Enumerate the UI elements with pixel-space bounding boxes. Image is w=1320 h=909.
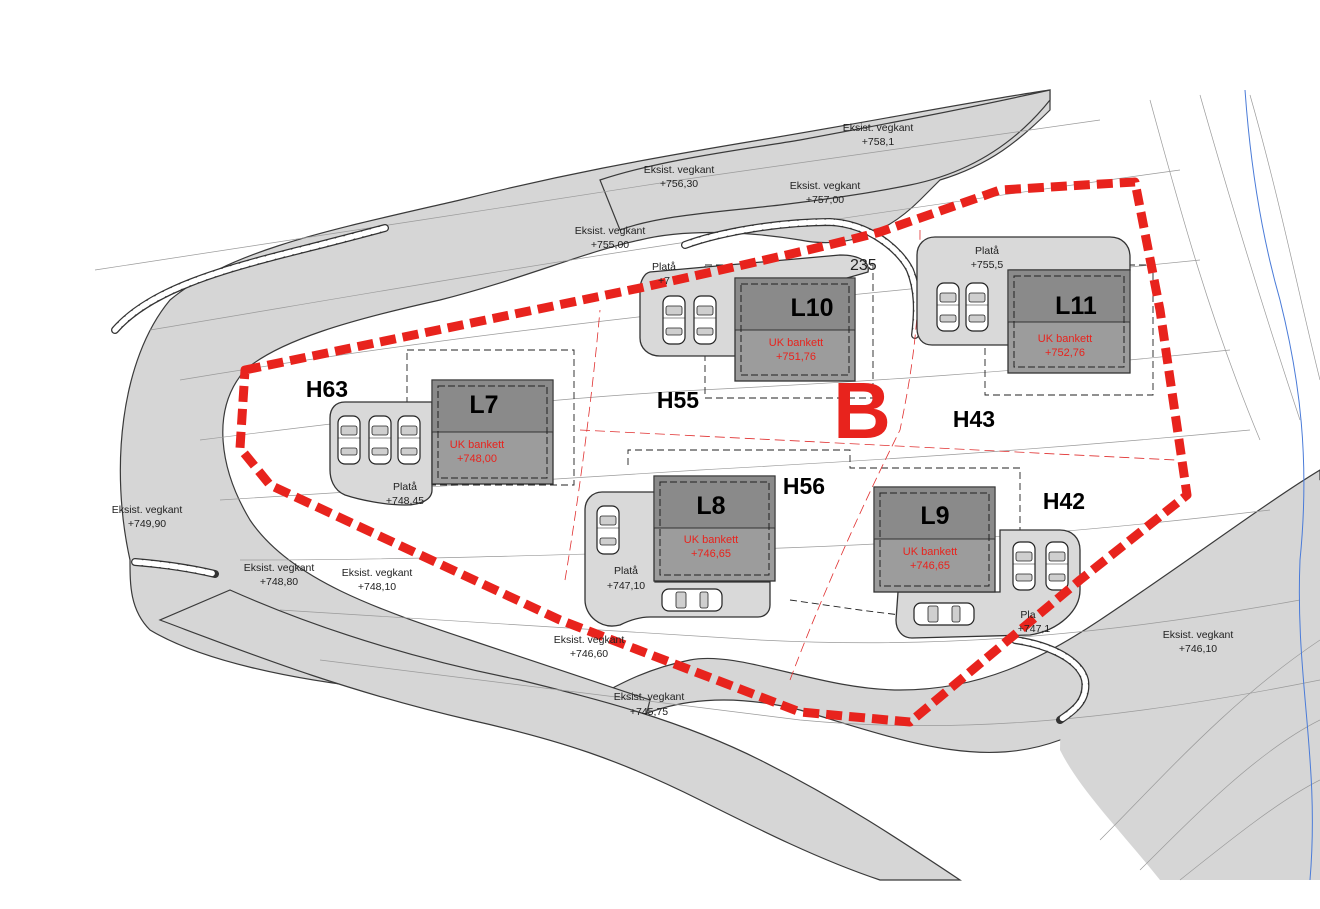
- stone-walls: [111, 217, 1090, 724]
- svg-text:+746,10: +746,10: [1179, 643, 1217, 655]
- svg-text:Eksist. vegkant: Eksist. vegkant: [843, 122, 914, 134]
- east-slope: [1060, 480, 1320, 880]
- svg-text:Eksist. vegkant: Eksist. vegkant: [644, 164, 715, 176]
- area-boundary: [235, 177, 1192, 727]
- svg-text:+746,60: +746,60: [570, 648, 608, 660]
- building-level-label: UK bankett: [1038, 333, 1092, 345]
- building-level-value: +752,76: [1045, 347, 1085, 359]
- area-label: B: [833, 366, 891, 455]
- building-l7: L7 UK bankett +748,00: [431, 379, 554, 485]
- building-level-value: +748,00: [457, 453, 497, 465]
- svg-text:+748,80: +748,80: [260, 576, 298, 588]
- building-level-value: +746,65: [910, 560, 950, 572]
- svg-text:Eksist. vegkant: Eksist. vegkant: [575, 225, 646, 237]
- svg-text:Eksist. vegkant: Eksist. vegkant: [342, 567, 413, 579]
- plot-label: H56: [783, 473, 825, 499]
- building-level-value: +746,65: [691, 548, 731, 560]
- svg-text:Platå: Platå: [614, 565, 638, 577]
- svg-text:+758,1: +758,1: [862, 136, 895, 148]
- svg-text:Eksist. vegkant: Eksist. vegkant: [790, 180, 861, 192]
- building-id: L7: [469, 391, 498, 419]
- svg-text:Eksist. vegkant: Eksist. vegkant: [1163, 629, 1234, 641]
- plateau-l8: [584, 491, 771, 627]
- plot-label: H55: [657, 387, 699, 413]
- building-id: L11: [1055, 292, 1097, 320]
- svg-text:+745,75: +745,75: [630, 706, 668, 718]
- plot-label: H42: [1043, 488, 1085, 514]
- svg-text:Platå: Platå: [975, 245, 999, 257]
- stream-line: [1244, 89, 1313, 881]
- building-l10: L10 UK bankett +751,76: [734, 277, 856, 382]
- svg-text:+756,30: +756,30: [660, 178, 698, 190]
- building-l8: L8 UK bankett +746,65: [653, 475, 776, 582]
- svg-text:Platå: Platå: [393, 481, 417, 493]
- road-level-labels: Eksist. vegkant +758,1 Eksist. vegkant +…: [112, 122, 1234, 718]
- south-west-road: [158, 589, 962, 881]
- svg-text:Platå: Platå: [652, 261, 676, 273]
- building-level-label: UK bankett: [769, 337, 823, 349]
- roads: [119, 89, 1320, 881]
- plot-fragment-label: 235: [850, 257, 877, 274]
- building-level-label: UK bankett: [684, 534, 738, 546]
- svg-text:+755,00: +755,00: [591, 239, 629, 251]
- building-l9: L9 UK bankett +746,65: [873, 486, 996, 593]
- svg-text:+748,10: +748,10: [358, 581, 396, 593]
- building-l11: L11 UK bankett +752,76: [1007, 269, 1131, 374]
- plateau-labels: Platå +748,45 Platå +747,10 Platå +755,5…: [386, 245, 1050, 635]
- svg-text:Pla: Pla: [1020, 609, 1035, 621]
- svg-text:Eksist. vegkant: Eksist. vegkant: [244, 562, 315, 574]
- svg-text:Eksist. vegkant: Eksist. vegkant: [614, 691, 685, 703]
- svg-text:+755,5: +755,5: [971, 259, 1004, 271]
- svg-text:Eksist. vegkant: Eksist. vegkant: [112, 504, 183, 516]
- svg-text:+749,90: +749,90: [128, 518, 166, 530]
- building-id: L8: [696, 492, 725, 520]
- building-level-label: UK bankett: [903, 546, 957, 558]
- svg-text:+747,1: +747,1: [1018, 623, 1051, 635]
- plot-label: H63: [306, 376, 348, 402]
- building-id: L10: [790, 294, 833, 322]
- north-road: [599, 89, 1051, 231]
- svg-text:+757,00: +757,00: [806, 194, 844, 206]
- svg-text:+747,10: +747,10: [607, 580, 645, 592]
- building-id: L9: [920, 502, 949, 530]
- plot-label: H43: [953, 406, 995, 432]
- svg-text:+748,45: +748,45: [386, 495, 424, 507]
- svg-text:Eksist. vegkant: Eksist. vegkant: [554, 634, 625, 646]
- building-level-label: UK bankett: [450, 439, 504, 451]
- svg-text:+7: +7: [658, 275, 670, 287]
- building-level-value: +751,76: [776, 351, 816, 363]
